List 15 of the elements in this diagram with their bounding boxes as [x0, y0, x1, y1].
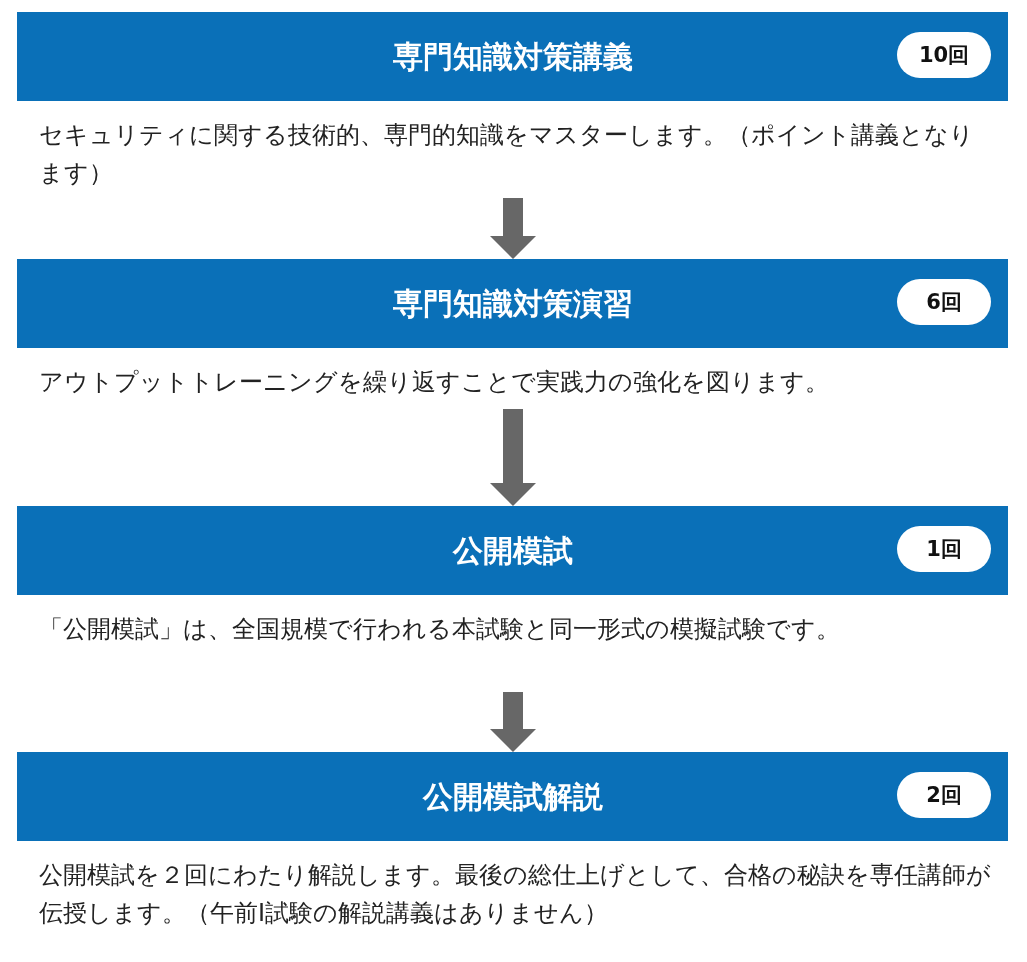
section-title: 公開模試解説 — [422, 779, 603, 814]
section-title: 専門知識対策講義 — [392, 39, 633, 74]
section-description: アウトプットトレーニングを繰り返すことで実践力の強化を図ります。 — [39, 367, 830, 398]
session-count-badge: 10回 — [897, 32, 991, 78]
session-count-badge: 6回 — [897, 279, 991, 325]
section-description: 公開模試を２回にわたり解説します。最後の総仕上げとして、合格の秘訣を専任講師が伝授します。（午前Ⅰ試験の解説講義はありません） — [39, 860, 992, 929]
section-description: セキュリティに関する技術的、専門的知識をマスターします。（ポイント講義となります） — [39, 120, 975, 189]
session-count-badge: 1回 — [897, 526, 991, 572]
down-arrow — [490, 409, 536, 506]
section-description: 「公開模試」は、全国規模で行われる本試験と同一形式の模擬試験です。 — [39, 614, 841, 645]
down-arrow — [490, 692, 536, 752]
section-title: 公開模試 — [452, 533, 573, 568]
session-count-badge: 2回 — [897, 772, 991, 818]
section-title: 専門知識対策演習 — [392, 286, 633, 321]
down-arrow — [490, 198, 536, 259]
